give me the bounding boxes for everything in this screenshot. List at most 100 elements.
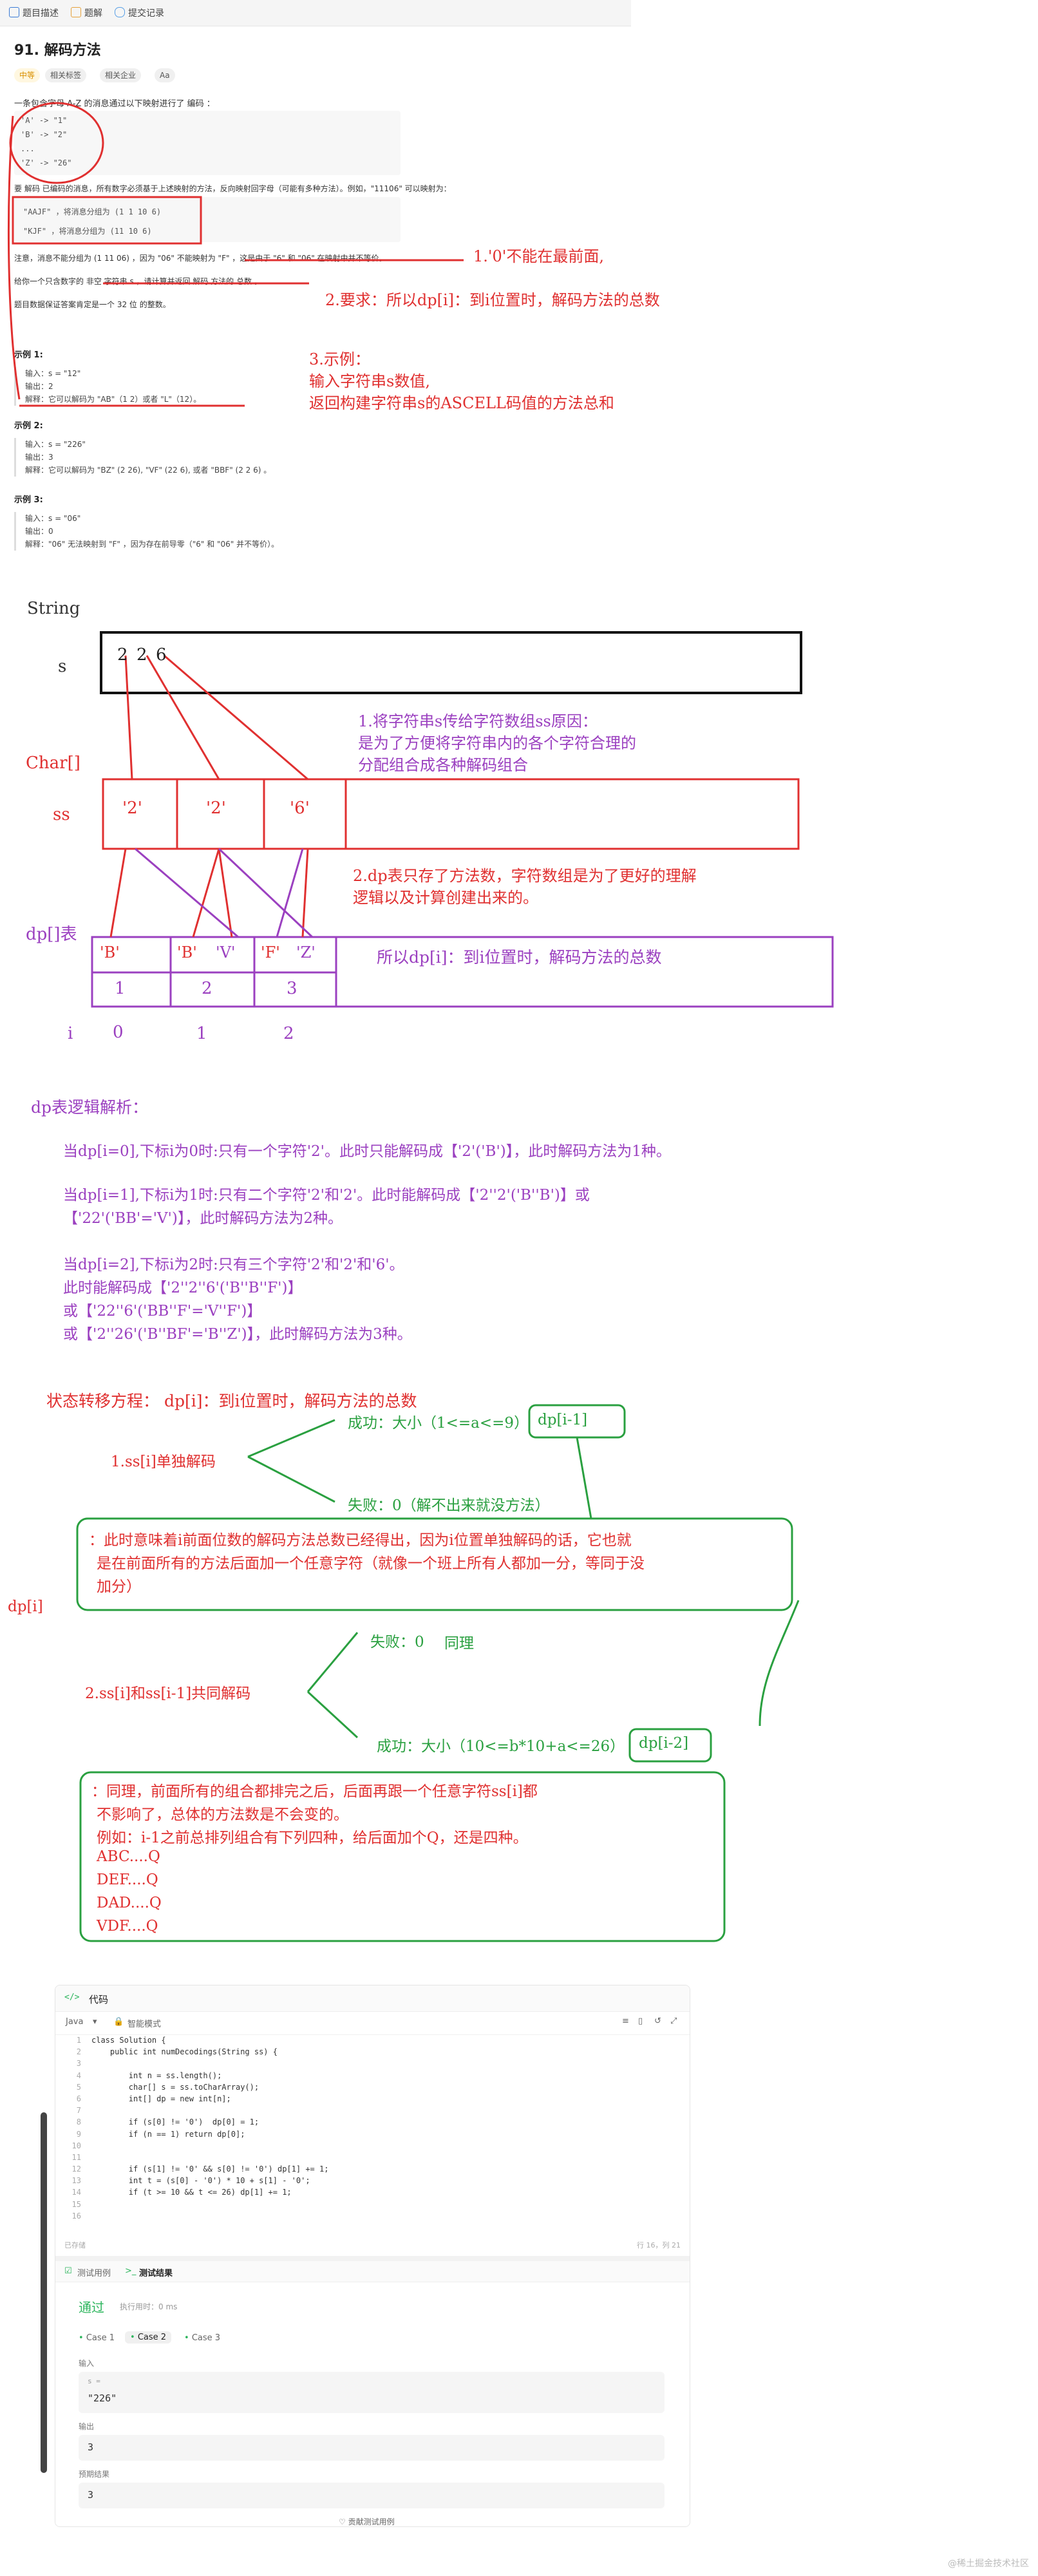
- example-line: 输入：s = "12": [25, 369, 81, 378]
- input-label: 输入: [79, 2359, 95, 2368]
- explain-1-line: ：此时意味着i前面位数的解码方法总数已经得出，因为i位置单独解码的话，它也就: [89, 1532, 632, 1549]
- reset-icon[interactable]: ↺: [654, 2016, 661, 2026]
- dp-arrow: [218, 848, 233, 938]
- input-field: s = "226": [79, 2372, 665, 2413]
- explain-1-line: 加分）: [97, 1578, 141, 1595]
- example-line: 解释：它可以解码为 "BZ" (2 26), "VF" (22 6), 或者 "…: [25, 466, 272, 475]
- array-diagram: [91, 631, 834, 1008]
- history-icon: [115, 7, 125, 17]
- connector: [759, 1600, 800, 1727]
- s-char: 2: [137, 645, 147, 665]
- code-line: [91, 2105, 328, 2116]
- map-arrow: [164, 654, 308, 781]
- page-scrollbar[interactable]: [41, 2112, 47, 2473]
- transfer-diagram: [76, 1404, 800, 1942]
- format-icon[interactable]: ≡: [622, 2016, 629, 2026]
- problem-title: 91. 解码方法: [14, 43, 101, 59]
- mapping-block: 'A' -> "1" 'B' -> "2" ... 'Z' -> "26": [14, 111, 401, 175]
- language-select[interactable]: Java: [66, 2017, 84, 2027]
- note-1-line: 分配组合成各种解码组合: [358, 756, 528, 774]
- connector: [576, 1437, 592, 1519]
- contribute-testcase-button[interactable]: ♡ 贡献测试用例: [339, 2517, 395, 2526]
- code-line: char[] s = ss.toCharArray();: [91, 2082, 260, 2092]
- problem-panel: 题目描述 题解 提交记录 91. 解码方法 中等 相关标签 相关企业 Aa 一条…: [0, 0, 631, 580]
- dp-value: 1: [115, 979, 126, 998]
- mapping-line: ...: [21, 144, 35, 153]
- example-1-block: 输入：s = "12" 输出：2 解释：它可以解码为 "AB"（1 2）或者 "…: [14, 367, 411, 406]
- example-3-title: 示例 3:: [14, 495, 43, 505]
- s-string-box: [100, 631, 802, 694]
- line-number: 7: [76, 2106, 81, 2116]
- input-value: "226": [88, 2392, 117, 2404]
- font-size-chip[interactable]: Aa: [155, 68, 175, 82]
- s-label: s: [58, 657, 67, 676]
- branch-1-success: 成功：大小（1<=a<=9）: [348, 1415, 529, 1432]
- tab-testcases[interactable]: 测试用例: [77, 2269, 111, 2278]
- tab-description[interactable]: 题目描述: [9, 6, 59, 19]
- ss-cell: '2': [206, 799, 226, 818]
- code-line: int t = (s[0] - '0') * 10 + s[1] - '0';: [91, 2176, 310, 2186]
- branch1-stroke: [247, 1419, 335, 1458]
- string-label: String: [27, 599, 80, 618]
- output-value: 3: [88, 2441, 94, 2453]
- line-number: 16: [71, 2211, 81, 2221]
- example-1-title: 示例 1:: [14, 350, 43, 360]
- branch-1-fail: 失败：0（解不出来就没方法）: [348, 1497, 550, 1514]
- dp-arrow: [109, 848, 127, 938]
- code-line: if (n == 1) return dp[0];: [91, 2129, 245, 2139]
- editor-toolbar: Java ▾ 🔒 智能模式 ≡ ▯ ↺ ⤢: [55, 2011, 690, 2035]
- dp-value: 2: [202, 979, 212, 998]
- explain-2-line: ：同理，前面所有的组合都排完之后，后面再跟一个任意字符ss[i]都: [91, 1783, 538, 1800]
- solutions-icon: [71, 7, 81, 17]
- terminal-icon: >_: [125, 2266, 137, 2276]
- difficulty-badge[interactable]: 中等: [14, 68, 41, 82]
- chevron-down-icon[interactable]: ▾: [93, 2017, 97, 2027]
- analysis-title: dp表逻辑解析：: [31, 1098, 149, 1117]
- dp-arrow-combo: [276, 848, 304, 938]
- heart-icon: ♡: [339, 2517, 346, 2526]
- dp-letter: 'F': [261, 943, 280, 961]
- note-2-line: 2.dp表只存了方法数，字符数组是为了更好的理解: [353, 867, 697, 885]
- tab-solutions[interactable]: 题解: [71, 6, 102, 19]
- note-1-line: 1.将字符串s传给字符数组ss原因：: [358, 712, 598, 730]
- result-tabs: ☑ 测试用例 >_ 测试结果: [55, 2261, 690, 2282]
- result-panel: ☑ 测试用例 >_ 测试结果 通过 执行用时：0 ms • Case 1 • C…: [55, 2256, 690, 2526]
- case-tab[interactable]: • Case 3: [184, 2333, 221, 2343]
- ss-label: ss: [53, 805, 70, 824]
- dp-letter: 'Z': [296, 943, 316, 961]
- tags-chip[interactable]: 相关标签: [45, 68, 87, 82]
- bookmark-icon[interactable]: ▯: [638, 2016, 643, 2026]
- smart-mode-label[interactable]: 智能模式: [127, 2020, 162, 2029]
- fullscreen-icon[interactable]: ⤢: [670, 2016, 677, 2026]
- problem-intro: 一条包含字母 A-Z 的消息通过以下映射进行了 编码 ：: [14, 99, 215, 109]
- line-number: 1: [76, 2036, 81, 2045]
- example-line: 输出：3: [25, 453, 53, 462]
- tab-test-result[interactable]: 测试结果: [139, 2269, 173, 2278]
- dp-arrow: [301, 848, 309, 938]
- combo-line: VDF....Q: [97, 1918, 158, 1935]
- case-status-dot: •: [79, 2333, 84, 2343]
- code-line: [91, 2152, 328, 2163]
- char-array-label: Char[]: [26, 753, 80, 773]
- code-area[interactable]: class Solution { public int numDecodings…: [91, 2034, 328, 2222]
- companies-chip[interactable]: 相关企业: [100, 68, 142, 82]
- analysis-i2-line: 当dp[i=2],下标i为2时:只有三个字符'2'和'2'和'6'。: [63, 1256, 404, 1273]
- branch-1-label: 1.ss[i]单独解码: [111, 1454, 216, 1470]
- mapping-line: 'B' -> "2": [21, 130, 68, 139]
- analysis-i2-line: 此时能解码成【'2''2''6'('B''B''F')】: [63, 1280, 303, 1296]
- tab-submissions[interactable]: 提交记录: [115, 6, 164, 19]
- analysis-i2-line: 或【'2''26'('B''BF'='B''Z')】，此时解码方法为3种。: [63, 1326, 412, 1343]
- line-number: 2: [76, 2047, 81, 2057]
- branch-2-label: 2.ss[i]和ss[i-1]共同解码: [85, 1685, 251, 1702]
- cursor-position: 行 16，列 21: [637, 2241, 681, 2249]
- mapping-line: 'A' -> "1": [21, 116, 68, 125]
- example-2-block: 输入：s = "226" 输出：3 解释：它可以解码为 "BZ" (2 26),…: [14, 438, 411, 477]
- explain-1-line: 是在前面所有的方法后面加一个任意字符（就像一个班上所有人都加一分，等同于没: [97, 1555, 645, 1572]
- dp-letter: 'B': [177, 943, 197, 961]
- case-tab-active[interactable]: • Case 2: [125, 2331, 172, 2344]
- example-line: 输出：2: [25, 382, 53, 391]
- line-number: 11: [71, 2152, 81, 2162]
- case-status-dot: •: [130, 2333, 135, 2342]
- case-tab[interactable]: • Case 1: [79, 2333, 115, 2343]
